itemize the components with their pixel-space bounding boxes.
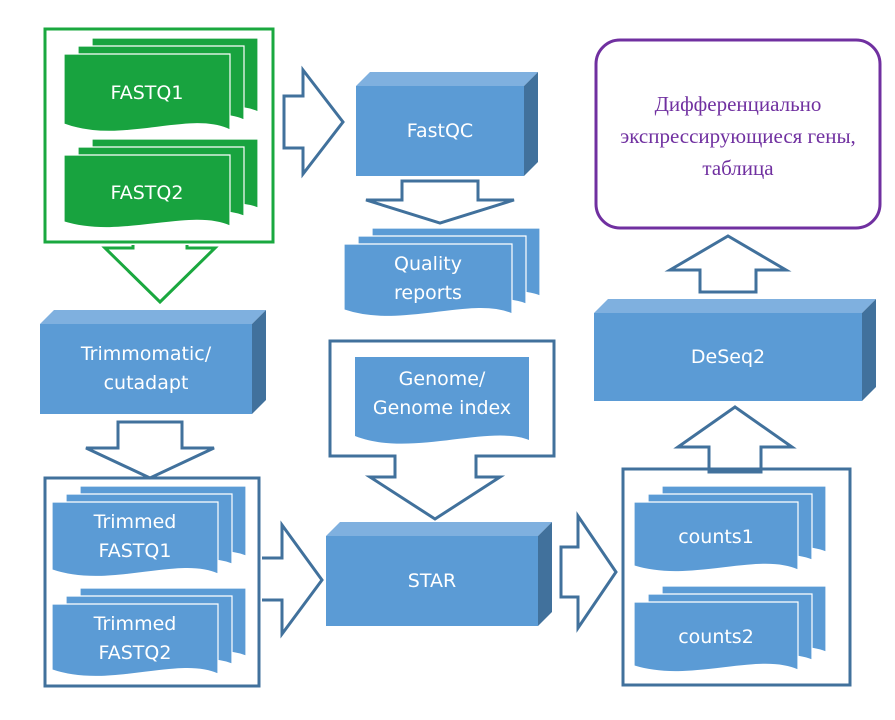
- deseq2-box: [594, 299, 876, 401]
- arrow-to-trimmomatic: [101, 245, 219, 305]
- arrow-to-quality-reports: [365, 179, 515, 225]
- fastq1-stack: [63, 37, 259, 132]
- arrow-to-trimmed: [85, 420, 215, 480]
- counts2-label: counts2: [678, 625, 754, 648]
- arrow-trimmed-to-star: [262, 520, 324, 639]
- counts-frame: [621, 467, 852, 687]
- trimmomatic-box: [40, 310, 266, 414]
- counts1-label: counts1: [678, 525, 754, 548]
- trimmed-fastq2-label: Trimmed FASTQ2: [93, 613, 177, 664]
- star-label: STAR: [407, 569, 457, 592]
- trimmed-fastq1-label: Trimmed FASTQ1: [93, 511, 177, 562]
- fastq2-label: FASTQ2: [110, 181, 184, 204]
- genome-index-label: Genome/ Genome index: [372, 368, 512, 419]
- fastq1-label: FASTQ1: [110, 81, 184, 104]
- counts1-stack: [633, 485, 827, 573]
- arrow-to-star: [328, 339, 556, 521]
- trimmed-frame: [43, 476, 261, 688]
- trimmed-fastq1-stack: [51, 485, 247, 578]
- quality-reports-label: Quality reports: [394, 253, 462, 304]
- result-box: [594, 38, 882, 230]
- deseq2-label: DeSeq2: [690, 345, 766, 368]
- counts2-stack: [633, 585, 827, 673]
- trimmed-fastq2-stack: [51, 587, 247, 678]
- result-label: Дифференциально экспрессирующиеся гены, …: [620, 92, 856, 180]
- arrow-to-result: [664, 234, 792, 294]
- trimmomatic-label: Trimmomatic/ cutadapt: [80, 343, 212, 394]
- fastqc-box: [356, 72, 538, 176]
- quality-reports-stack: [343, 227, 541, 318]
- arrow-star-to-counts: [559, 511, 618, 633]
- fastqc-label: FastQC: [406, 119, 474, 142]
- arrow-to-fastqc: [282, 65, 345, 179]
- raw-input-frame: [43, 27, 275, 244]
- star-box: [326, 522, 552, 626]
- arrow-to-deseq2: [673, 405, 797, 474]
- fastq2-stack: [63, 138, 259, 229]
- genome-doc: [355, 357, 529, 444]
